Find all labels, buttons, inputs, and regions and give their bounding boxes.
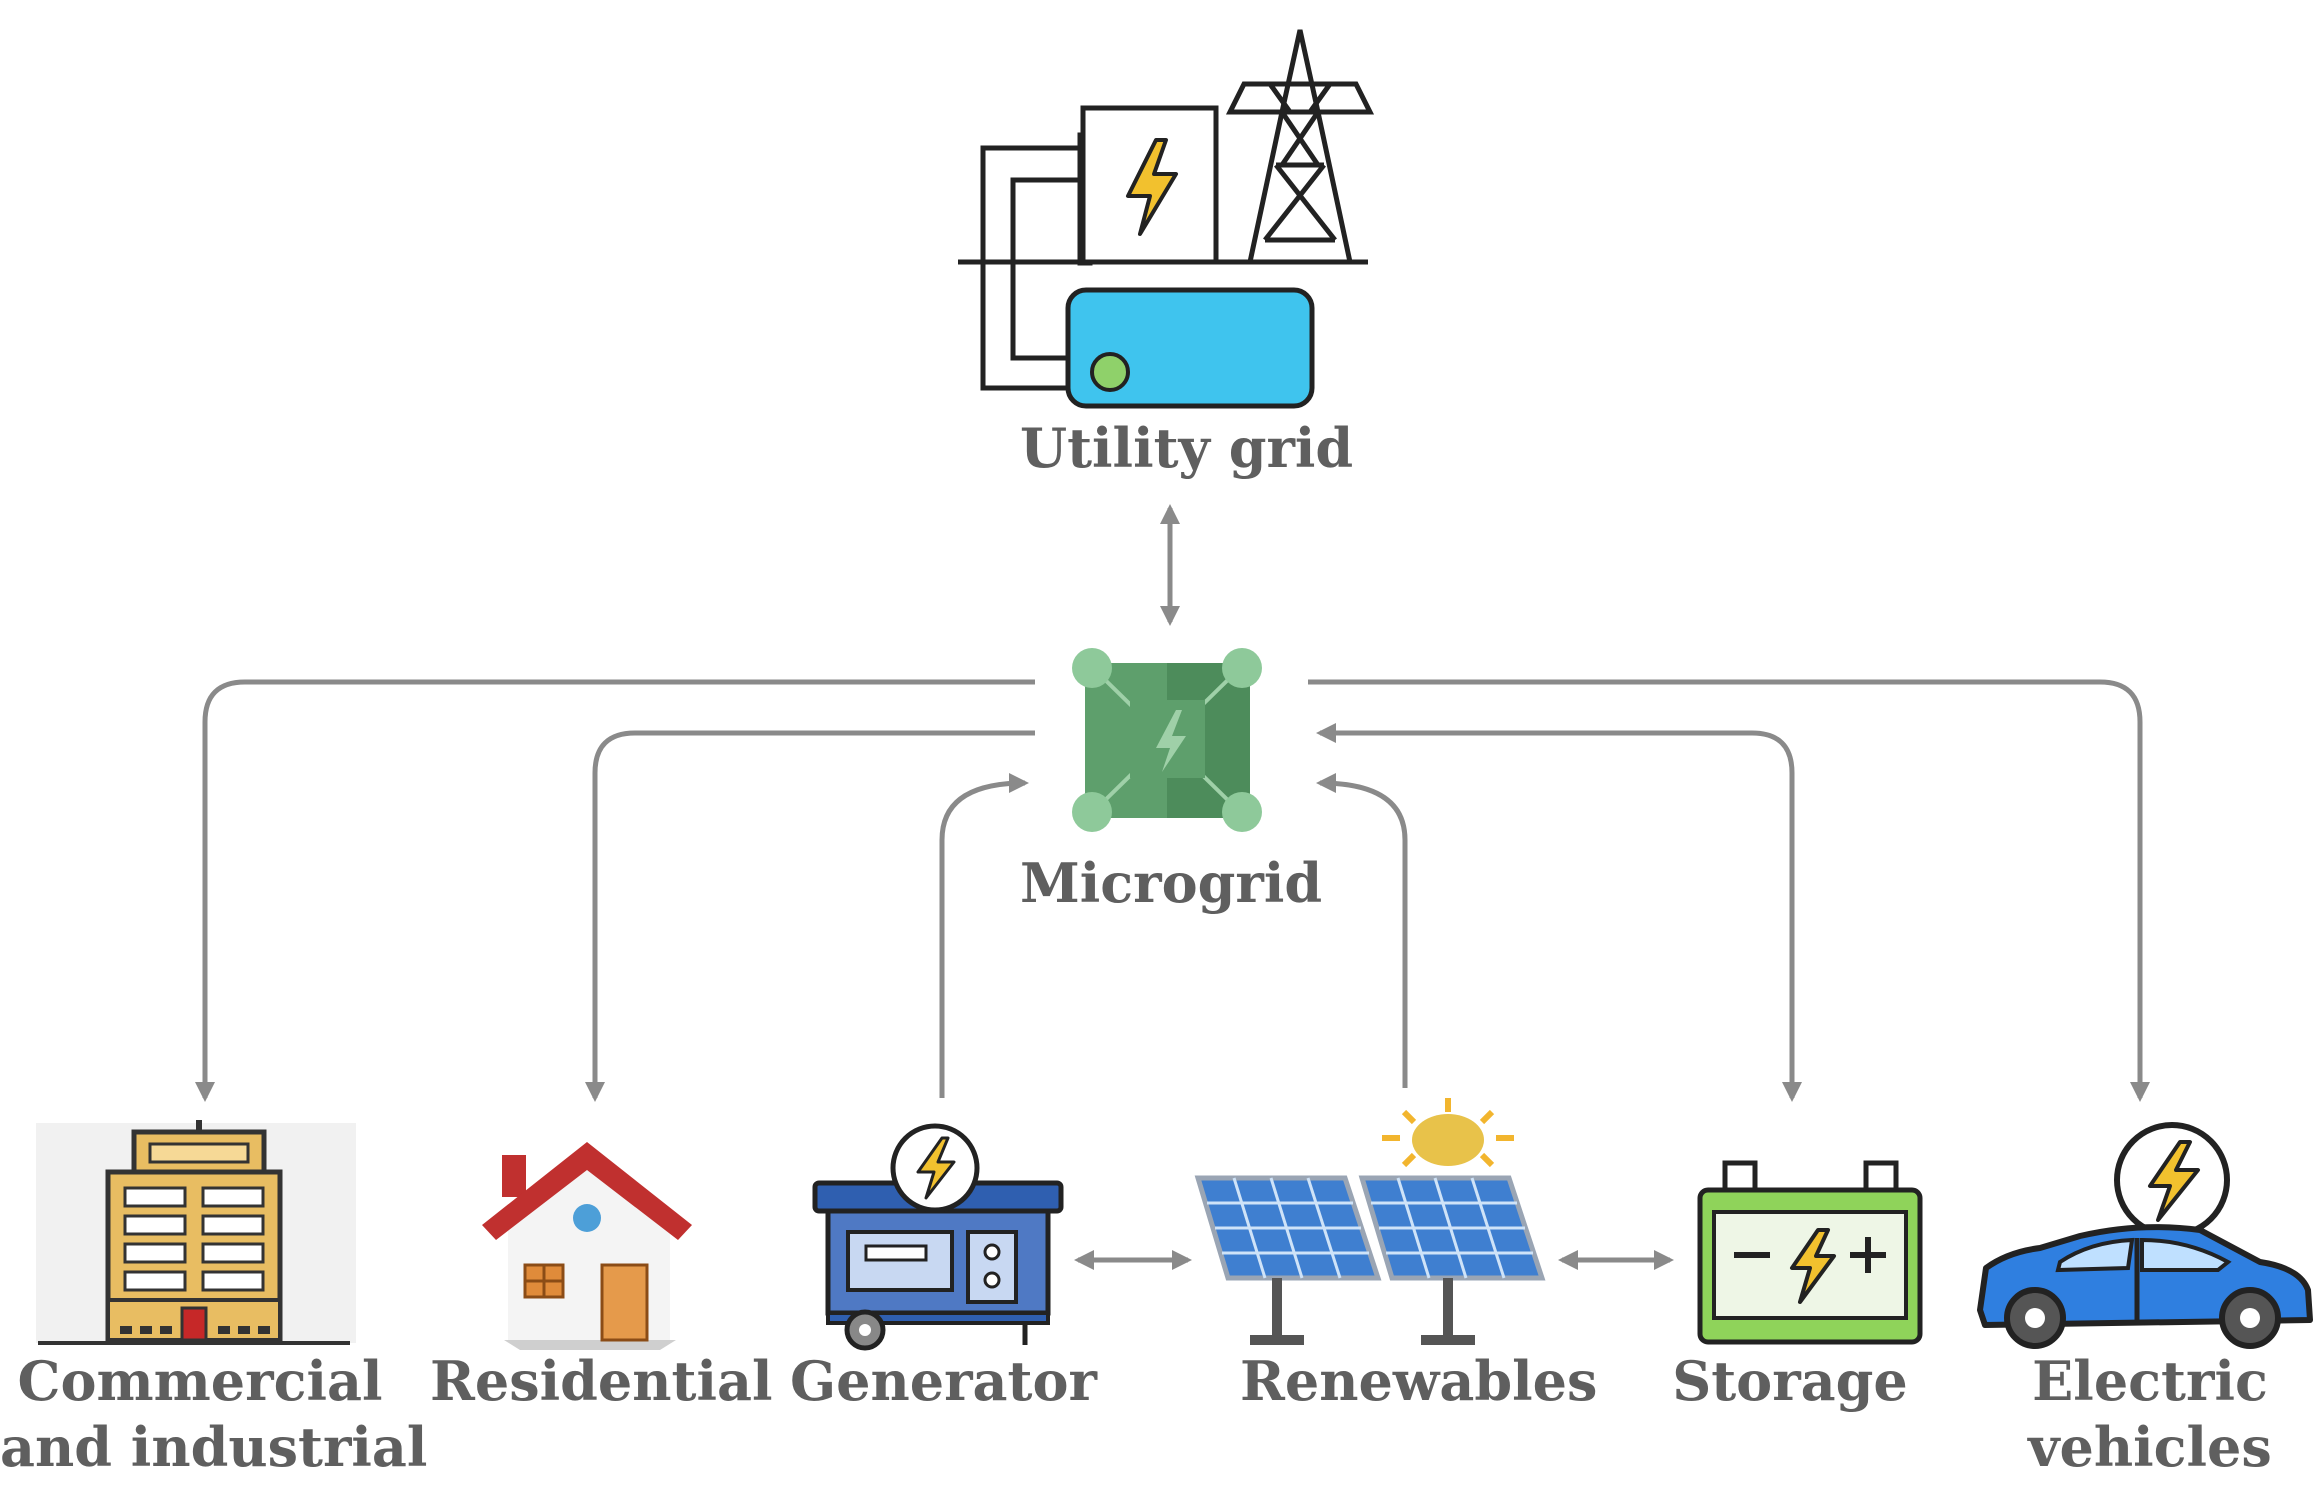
electric-vehicles-label: Electric vehicles: [2010, 1348, 2290, 1480]
utility-grid-icon: [958, 29, 1375, 409]
battery-icon: [1697, 1160, 1923, 1345]
commercial-label: Commercial and industrial: [0, 1348, 428, 1480]
connector-storage-microgrid: [1316, 723, 1802, 1102]
renewables-label: Renewables: [1240, 1349, 1598, 1413]
office-building-icon: [36, 1120, 356, 1345]
microgrid-chip-icon: [1072, 648, 1262, 832]
connectors: [195, 504, 2150, 1270]
connector-microgrid-commercial: [195, 679, 1035, 1102]
commercial-label-line2: and industrial: [0, 1415, 428, 1479]
generator-label: Generator: [790, 1349, 1097, 1413]
storage-label: Storage: [1672, 1349, 1908, 1413]
residential-label: Residential: [430, 1349, 773, 1413]
house-icon: [482, 1142, 692, 1350]
utility-grid-label: Utility grid: [1020, 416, 1354, 480]
electric-car-icon: [1977, 1122, 2313, 1349]
electric-vehicles-label-line1: Electric: [2032, 1349, 2268, 1413]
connector-microgrid-residential: [585, 730, 1035, 1102]
connector-generator-microgrid: [939, 773, 1029, 1098]
electric-vehicles-label-line2: vehicles: [2028, 1415, 2272, 1479]
connector-microgrid-ev: [1308, 679, 2150, 1102]
commercial-label-line1: Commercial: [17, 1349, 383, 1413]
microgrid-label: Microgrid: [1020, 851, 1323, 915]
connector-renewables-microgrid: [1316, 773, 1408, 1088]
solar-panel-icon: [1194, 1098, 1546, 1345]
generator-icon: [812, 1123, 1064, 1351]
